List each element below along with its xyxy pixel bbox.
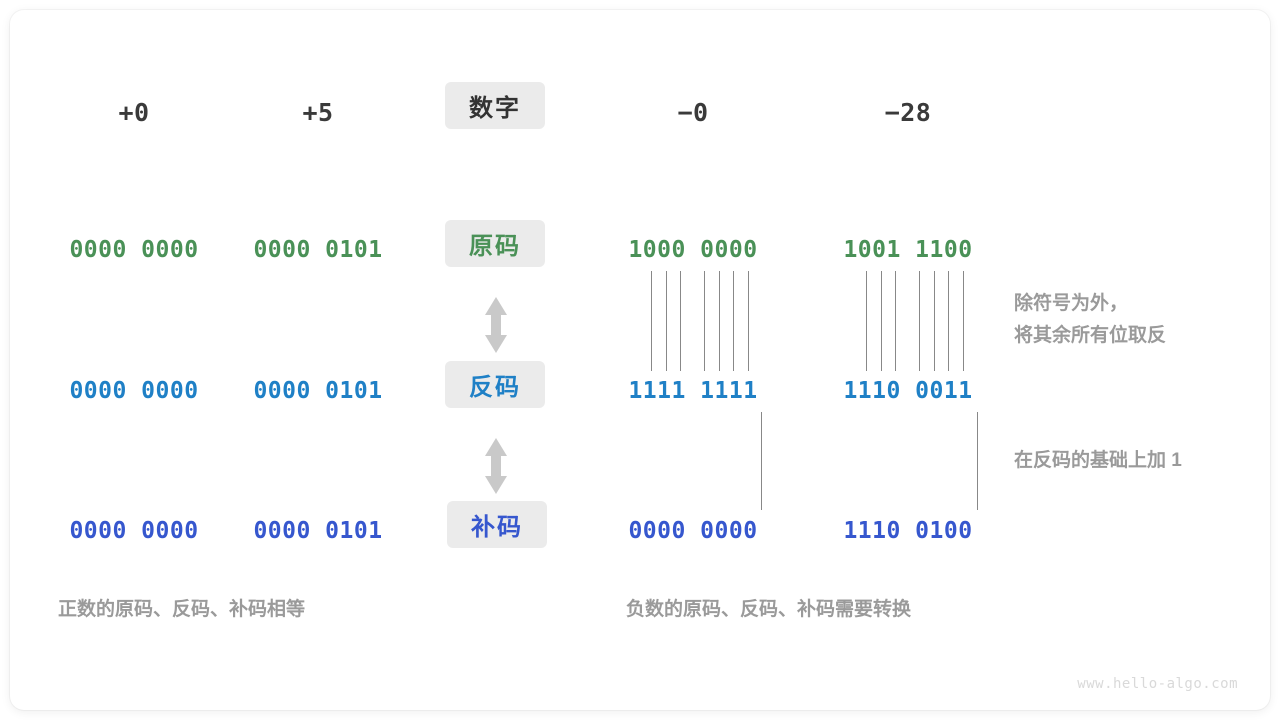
connector-line xyxy=(919,271,920,371)
double-arrow-icon xyxy=(480,436,512,501)
bits-sign-magnitude-neg-zero: 1000 0000 xyxy=(628,237,758,263)
connector-line xyxy=(666,271,667,371)
watermark: www.hello-algo.com xyxy=(1077,676,1238,692)
row-label-twos-complement: 补码 xyxy=(447,501,547,548)
connector-line xyxy=(651,271,652,371)
column-header-neg-28: −28 xyxy=(884,98,932,127)
column-header-neg-zero: −0 xyxy=(677,98,709,127)
bits-ones-complement-pos-zero: 0000 0000 xyxy=(69,378,199,404)
row-label-ones-complement: 反码 xyxy=(445,361,545,408)
connector-line xyxy=(733,271,734,371)
connector-line xyxy=(881,271,882,371)
connector-line xyxy=(719,271,720,371)
bits-ones-complement-neg-28: 1110 0011 xyxy=(843,378,973,404)
bits-twos-complement-pos-five: 0000 0101 xyxy=(253,518,383,544)
connector-line xyxy=(761,412,762,510)
connector-line xyxy=(895,271,896,371)
bits-twos-complement-neg-zero: 0000 0000 xyxy=(628,518,758,544)
caption-negative: 负数的原码、反码、补码需要转换 xyxy=(626,599,912,620)
note-add-one: 在反码的基础上加 1 xyxy=(1014,450,1182,471)
bits-twos-complement-pos-zero: 0000 0000 xyxy=(69,518,199,544)
column-header-pos-five: +5 xyxy=(302,98,334,127)
note-invert-bits: 除符号为外， 将其余所有位取反 xyxy=(1014,293,1167,346)
bits-ones-complement-neg-zero: 1111 1111 xyxy=(628,378,758,404)
connector-line xyxy=(704,271,705,371)
row-label-number: 数字 xyxy=(445,82,545,129)
bits-ones-complement-pos-five: 0000 0101 xyxy=(253,378,383,404)
connector-line xyxy=(977,412,978,510)
connector-line xyxy=(866,271,867,371)
diagram-card: +0 +5 −0 −28 数字 0000 0000 0000 0101 1000… xyxy=(10,10,1270,710)
bits-sign-magnitude-pos-five: 0000 0101 xyxy=(253,237,383,263)
bits-sign-magnitude-neg-28: 1001 1100 xyxy=(843,237,973,263)
connector-line xyxy=(680,271,681,371)
connector-line xyxy=(934,271,935,371)
connector-line xyxy=(948,271,949,371)
bits-twos-complement-neg-28: 1110 0100 xyxy=(843,518,973,544)
connector-line xyxy=(963,271,964,371)
connector-line xyxy=(748,271,749,371)
diagram-stage: +0 +5 −0 −28 数字 0000 0000 0000 0101 1000… xyxy=(10,10,1270,710)
double-arrow-icon xyxy=(480,295,512,360)
bits-sign-magnitude-pos-zero: 0000 0000 xyxy=(69,237,199,263)
caption-positive: 正数的原码、反码、补码相等 xyxy=(58,599,306,620)
row-label-sign-magnitude: 原码 xyxy=(445,220,545,267)
column-header-pos-zero: +0 xyxy=(118,98,150,127)
